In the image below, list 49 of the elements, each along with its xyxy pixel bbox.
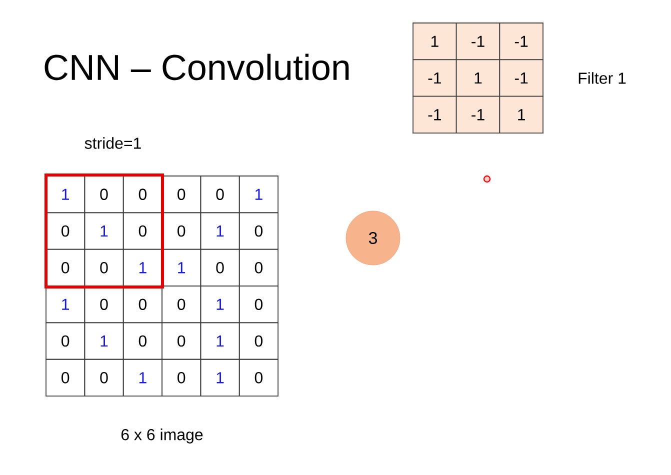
table-cell: 0 [200, 248, 240, 286]
table-cell: 0 [238, 286, 278, 324]
table-cell: 0 [122, 286, 162, 324]
table-cell: 0 [84, 286, 124, 324]
table-cell: 1 [238, 176, 278, 214]
table-cell: 0 [46, 212, 86, 250]
stride-label: stride=1 [84, 137, 141, 149]
table-cell: 0 [46, 248, 86, 286]
table-cell: 1 [122, 358, 162, 396]
image-caption: 6 x 6 image [121, 428, 203, 444]
table-cell: 1 [200, 358, 240, 396]
table-cell: 0 [46, 358, 86, 396]
table-cell: 0 [84, 176, 124, 214]
table-cell: 0 [84, 248, 124, 286]
table-cell: 1 [456, 59, 500, 97]
table-cell: 0 [238, 358, 278, 396]
table-cell: -1 [412, 59, 457, 97]
table-cell: 0 [162, 212, 202, 250]
table-cell: 1 [46, 176, 86, 214]
table-cell: 0 [162, 176, 202, 214]
table-cell: 0 [162, 322, 202, 360]
table-cell: -1 [499, 59, 544, 97]
table-cell: 1 [84, 212, 124, 250]
title: CNN – Convolution [44, 54, 349, 80]
table-cell: 0 [238, 322, 278, 360]
table-cell: 1 [412, 22, 457, 60]
table-cell: 1 [46, 286, 86, 324]
filter-label: Filter 1 [578, 72, 626, 84]
table-cell: 0 [122, 322, 162, 360]
table-cell: -1 [499, 22, 544, 60]
table-cell: 0 [122, 176, 162, 214]
table-cell: 1 [200, 212, 240, 250]
table-cell: 0 [84, 358, 124, 396]
table-cell: 0 [46, 322, 86, 360]
table-cell: 0 [238, 212, 278, 250]
table-cell: 1 [122, 248, 162, 286]
table-cell: 1 [162, 248, 202, 286]
table-cell: 0 [238, 248, 278, 286]
table-cell: 1 [84, 322, 124, 360]
table-cell: 1 [200, 286, 240, 324]
table-cell: 0 [162, 358, 202, 396]
table-cell: -1 [456, 96, 500, 134]
table-cell: -1 [412, 96, 457, 134]
table-cell: -1 [456, 22, 500, 60]
table-cell: 0 [162, 286, 202, 324]
table-cell: 1 [200, 322, 240, 360]
table-cell: 0 [122, 212, 162, 250]
table-cell: 0 [200, 176, 240, 214]
table-cell: 1 [499, 96, 544, 134]
